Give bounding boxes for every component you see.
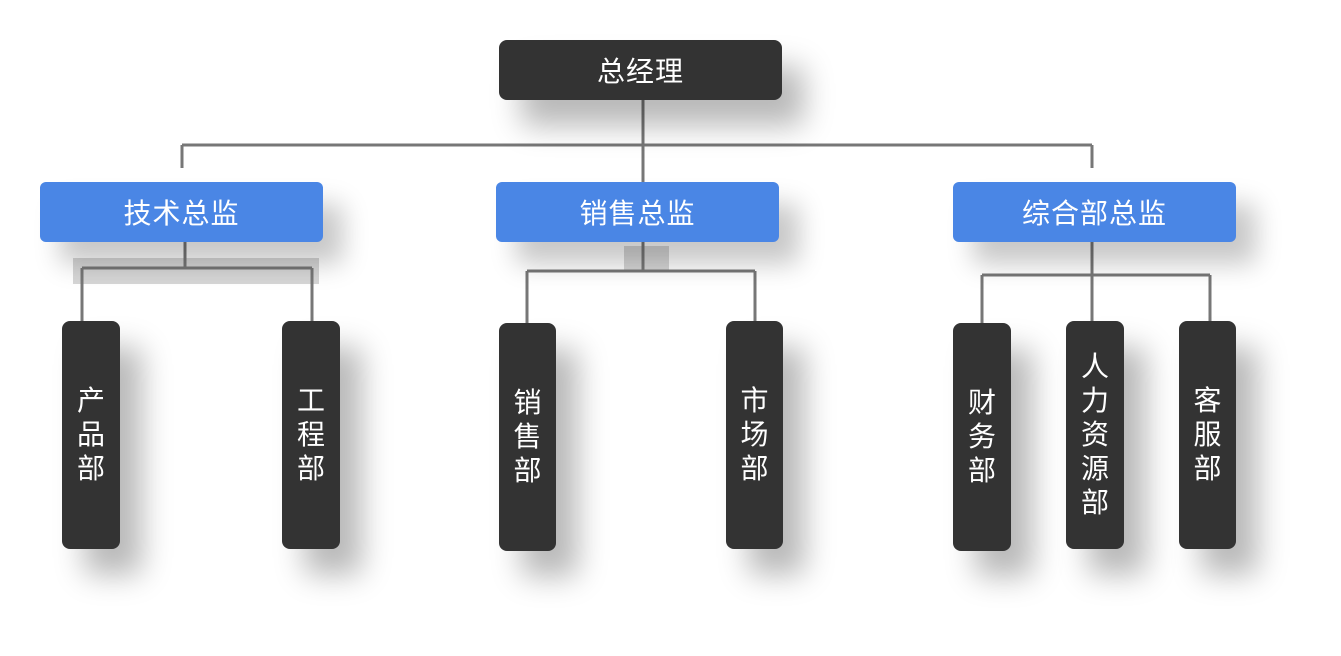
department-label: 产品部 — [77, 384, 106, 485]
department-node-hr: 人力资源部 — [1066, 321, 1124, 549]
department-node-marketing: 市场部 — [726, 321, 783, 549]
department-label: 客服部 — [1193, 384, 1222, 485]
department-node-customer-service: 客服部 — [1179, 321, 1236, 549]
department-label: 工程部 — [297, 384, 326, 485]
connector-shadow-1 — [73, 258, 319, 284]
department-label: 市场部 — [740, 384, 769, 485]
director-node-tech: 技术总监 — [40, 182, 323, 242]
root-node: 总经理 — [499, 40, 782, 100]
department-node-product: 产品部 — [62, 321, 120, 549]
department-node-finance: 财务部 — [953, 323, 1011, 551]
department-label: 销售部 — [513, 386, 542, 487]
director-node-sales: 销售总监 — [496, 182, 779, 242]
department-label: 人力资源部 — [1081, 350, 1110, 519]
director-node-general: 综合部总监 — [953, 182, 1236, 242]
department-label: 财务部 — [968, 386, 997, 487]
department-node-engineering: 工程部 — [282, 321, 340, 549]
department-node-sales: 销售部 — [499, 323, 556, 551]
connector-shadow-2 — [624, 246, 669, 270]
